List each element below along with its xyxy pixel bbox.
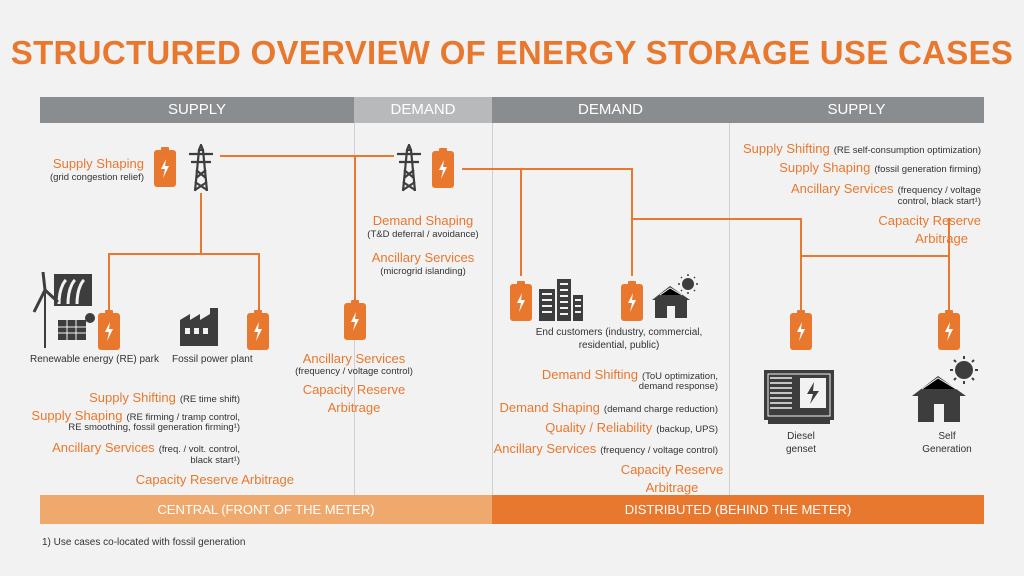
- capacity-reserve-label: Capacity Reserve: [620, 462, 724, 477]
- arbitrage-label: Arbitrage: [645, 480, 699, 495]
- ancillary-services-label: Ancillary Services: [302, 351, 406, 366]
- footer-central: CENTRAL (FRONT OF THE METER): [40, 495, 492, 524]
- ancillary-services-sub: (microgrid islanding): [380, 266, 466, 277]
- column-divider: [492, 123, 493, 495]
- buildings-icon: [539, 279, 583, 321]
- supply-shaping-label: Supply Shaping: [52, 156, 144, 171]
- self-generation-house-icon: [910, 354, 982, 424]
- header-demand-central: DEMAND: [354, 97, 492, 123]
- demand-shaping-label: Demand Shaping: [372, 213, 474, 228]
- re-park-label: Renewable energy (RE) park: [30, 354, 159, 365]
- capacity-reserve-label: Capacity Reserve: [302, 382, 406, 397]
- battery-icon: [344, 300, 366, 340]
- self-generation-label: Self: [938, 431, 956, 442]
- factory-icon: [180, 306, 224, 346]
- supply-shaping-sub: (grid congestion relief): [50, 172, 144, 183]
- battery-icon: [154, 147, 176, 187]
- header-supply-central: SUPPLY: [40, 97, 354, 123]
- fossil-plant-label: Fossil power plant: [172, 354, 253, 365]
- header-supply-distributed: SUPPLY: [729, 97, 984, 123]
- battery-icon: [938, 310, 960, 350]
- use-case-demand-shifting-note: demand response): [638, 381, 718, 392]
- use-case-ancillary-note: black start¹): [190, 455, 240, 466]
- renewable-energy-park-icon: [26, 272, 98, 352]
- transmission-tower-icon: [185, 144, 217, 192]
- page-title: STRUCTURED OVERVIEW OF ENERGY STORAGE US…: [10, 34, 1014, 71]
- use-case-supply-shifting: Supply Shifting(RE time shift): [89, 390, 240, 405]
- use-case-demand-shaping: Demand Shaping(demand charge reduction): [499, 400, 718, 415]
- ancillary-services-label: Ancillary Services: [371, 250, 475, 265]
- use-case-ancillary-note: control, black start¹): [897, 196, 981, 207]
- use-case-supply-shaping: Supply Shaping(RE firming / tramp contro…: [31, 408, 240, 423]
- use-case-ancillary-services: Ancillary Services(frequency / voltage: [790, 181, 981, 196]
- footnote: 1) Use cases co-located with fossil gene…: [42, 537, 246, 548]
- battery-icon: [621, 281, 643, 321]
- capacity-reserve-label: Capacity Reserve: [878, 213, 981, 228]
- header-demand-distributed: DEMAND: [492, 97, 729, 123]
- arbitrage-label: Arbitrage: [327, 400, 381, 415]
- battery-icon: [98, 310, 120, 350]
- use-case-demand-shifting: Demand Shifting(ToU optimization,: [541, 367, 718, 382]
- use-case-ancillary-services: Ancillary Services(freq. / volt. control…: [52, 440, 240, 455]
- column-divider: [729, 123, 730, 495]
- diesel-genset-label: genset: [785, 444, 817, 455]
- use-case-quality-reliability: Quality / Reliability(backup, UPS): [545, 420, 718, 435]
- use-case-supply-shaping-note: RE smoothing, fossil generation firming¹…: [68, 422, 240, 433]
- battery-icon: [247, 310, 269, 350]
- use-case-ancillary-services: Ancillary Services(frequency / voltage c…: [493, 441, 718, 456]
- arbitrage-label: Arbitrage: [915, 231, 968, 246]
- solar-house-icon: [650, 274, 700, 320]
- use-case-supply-shifting: Supply Shifting(RE self-consumption opti…: [742, 141, 981, 156]
- footer-distributed: DISTRIBUTED (BEHIND THE METER): [492, 495, 984, 524]
- ancillary-services-sub: (frequency / voltage control): [295, 366, 413, 377]
- self-generation-label: Generation: [922, 444, 972, 455]
- battery-icon: [432, 148, 454, 188]
- end-customers-label: End customers (industry, commercial,: [535, 327, 703, 338]
- use-case-supply-shaping: Supply Shaping(fossil generation firming…: [779, 160, 981, 175]
- battery-icon: [510, 281, 532, 321]
- end-customers-label: residential, public): [578, 340, 660, 351]
- use-case-capacity-reserve: Capacity Reserve Arbitrage: [135, 472, 294, 487]
- transmission-tower-icon: [393, 144, 425, 192]
- diesel-genset-icon: [764, 370, 838, 424]
- demand-shaping-sub: (T&D deferral / avoidance): [367, 229, 479, 240]
- diesel-genset-label: Diesel: [787, 431, 815, 442]
- battery-icon: [790, 310, 812, 350]
